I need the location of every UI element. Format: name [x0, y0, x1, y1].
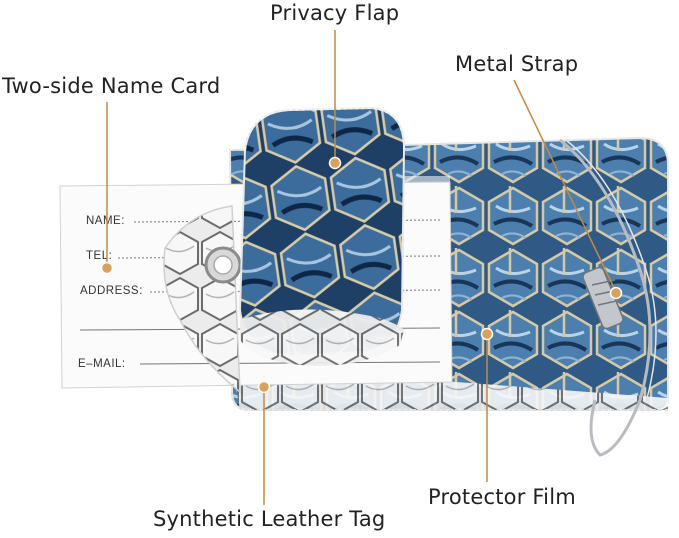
callout-name-card — [100, 102, 114, 275]
callout-leather-tag — [257, 380, 271, 505]
card-email-label: E–MAIL: — [78, 358, 126, 370]
callout-metal-strap — [513, 79, 623, 300]
label-privacy-flap: Privacy Flap — [270, 1, 400, 25]
callout-protector-film — [480, 327, 494, 482]
privacy-flap — [238, 106, 406, 366]
label-leather-tag: Synthetic Leather Tag — [153, 507, 386, 531]
label-protector-film: Protector Film — [428, 485, 576, 509]
card-tel-label: TEL: — [86, 250, 112, 262]
label-name-card: Two-side Name Card — [2, 74, 221, 98]
label-metal-strap: Metal Strap — [455, 52, 579, 76]
card-name-label: NAME: — [86, 215, 125, 227]
callout-privacy-flap — [328, 30, 342, 170]
card-address-label: ADDRESS: — [80, 285, 143, 297]
